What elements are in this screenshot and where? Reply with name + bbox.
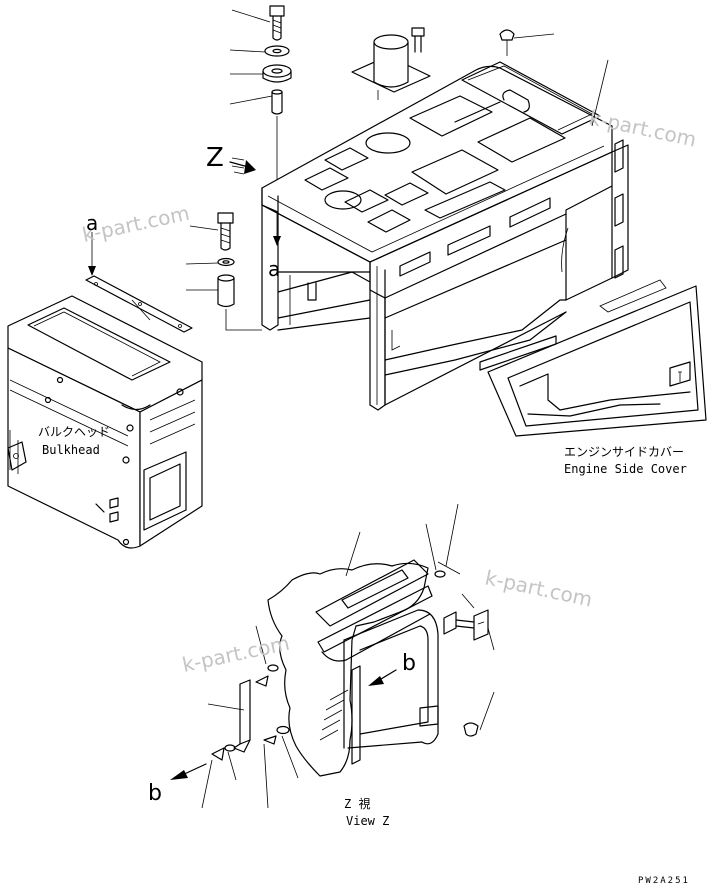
label-a-frame: a: [268, 257, 280, 281]
view-z-label-jp: Z 視: [344, 796, 370, 811]
engine-side-cover-label-jp: エンジンサイドカバー: [564, 445, 684, 459]
engine-side-cover: [479, 279, 707, 437]
bulkhead-label-en: Bulkhead: [42, 443, 100, 457]
label-z: Z: [206, 143, 224, 173]
view-z-detail: [170, 503, 495, 809]
bulkhead-label-jp: バルクヘッド: [38, 425, 110, 439]
fastener-stack-top: [229, 5, 292, 246]
watermark-3: k-part.com: [483, 565, 595, 611]
label-a-top: a: [86, 211, 98, 235]
engine-hood-frame: [261, 27, 629, 411]
label-b-right: b: [402, 651, 416, 676]
fastener-stack-middle: [185, 212, 262, 331]
drawing-code: PW2A251: [638, 876, 690, 886]
bulkhead-box: [7, 232, 203, 549]
label-b-left: b: [148, 781, 162, 806]
engine-side-cover-label-en: Engine Side Cover: [564, 462, 687, 476]
watermark-4: k-part.com: [180, 631, 292, 677]
view-z-label-en: View Z: [346, 814, 389, 828]
